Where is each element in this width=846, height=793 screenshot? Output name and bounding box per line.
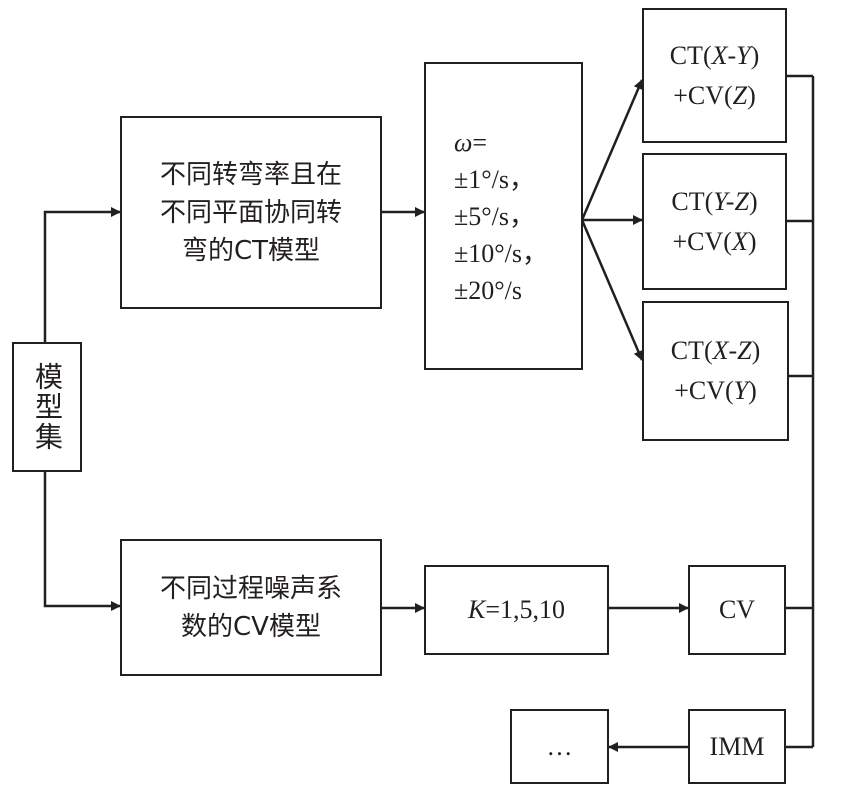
ct-xy-line: CT(X-Y) xyxy=(669,40,760,70)
k-values: =1,5,10 xyxy=(485,595,565,624)
cv-prefix: +CV xyxy=(672,226,724,256)
cv-y-line: +CV(Y) xyxy=(674,376,757,405)
ct-plane-xz: X-Z xyxy=(712,336,752,365)
omega-value-4: ±20°/s xyxy=(454,275,523,305)
cv-prefix: +CV xyxy=(674,376,725,405)
cv-axis-z: Z xyxy=(732,80,748,110)
k-box: K=1,5,10 xyxy=(424,565,609,655)
ct-xz-line: CT(X-Z) xyxy=(670,336,761,365)
omega-line: ω= xyxy=(454,124,487,161)
connector-model-set-to-cv xyxy=(43,472,121,611)
omega-value-3: ±10°/s， xyxy=(454,238,549,268)
imm-box: IMM xyxy=(688,709,786,784)
cv-label: CV xyxy=(718,595,756,624)
ct-model-label: 不同转弯率且在 不同平面协同转 弯的CT模型 xyxy=(159,159,342,266)
model-set-box: 模型集 xyxy=(12,342,82,472)
cv-model-box: 不同过程噪声系 数的CV模型 xyxy=(120,539,382,676)
ct-model-box: 不同转弯率且在 不同平面协同转 弯的CT模型 xyxy=(120,116,382,309)
cv-box: CV xyxy=(688,565,786,655)
omega-symbol: ω xyxy=(454,127,473,157)
ct-prefix: CT xyxy=(669,40,703,70)
ct-yz-cv-x-box: CT(Y-Z) +CV(X) xyxy=(642,153,787,290)
omega-value-2: ±5°/s， xyxy=(454,201,536,231)
cv-axis-x: X xyxy=(731,226,748,256)
omega-box: ω= ±1°/s， ±5°/s， ±10°/s， ±20°/s xyxy=(424,62,583,370)
cv-prefix: +CV xyxy=(673,80,724,110)
omega-equals: = xyxy=(472,127,488,157)
k-symbol: K xyxy=(467,595,486,624)
arrow-omega-to-ct-xz xyxy=(580,219,644,361)
arrow-omega-to-ct-xy xyxy=(580,79,644,221)
model-set-label: 模型集 xyxy=(31,362,64,452)
ct-xy-cv-z-box: CT(X-Y) +CV(Z) xyxy=(642,8,787,143)
k-label: K=1,5,10 xyxy=(468,590,565,630)
ellipsis-label: … xyxy=(546,731,573,761)
omega-value-1: ±1°/s， xyxy=(454,164,536,194)
ct-plane-xy: X-Y xyxy=(711,40,751,70)
ct-xz-cv-y-box: CT(X-Z) +CV(Y) xyxy=(642,301,789,441)
cv-axis-y: Y xyxy=(733,376,749,405)
cv-z-line: +CV(Z) xyxy=(673,80,756,110)
ct-prefix: CT xyxy=(671,186,705,216)
ct-plane-yz: Y-Z xyxy=(713,186,749,216)
cv-model-label: 不同过程噪声系 数的CV模型 xyxy=(159,573,342,642)
ellipsis-box: … xyxy=(510,709,609,784)
cv-x-line: +CV(X) xyxy=(672,226,757,256)
imm-label: IMM xyxy=(709,731,765,761)
connector-model-set-to-ct xyxy=(43,207,121,342)
ct-prefix: CT xyxy=(670,336,704,365)
ct-yz-line: CT(Y-Z) xyxy=(671,186,758,216)
